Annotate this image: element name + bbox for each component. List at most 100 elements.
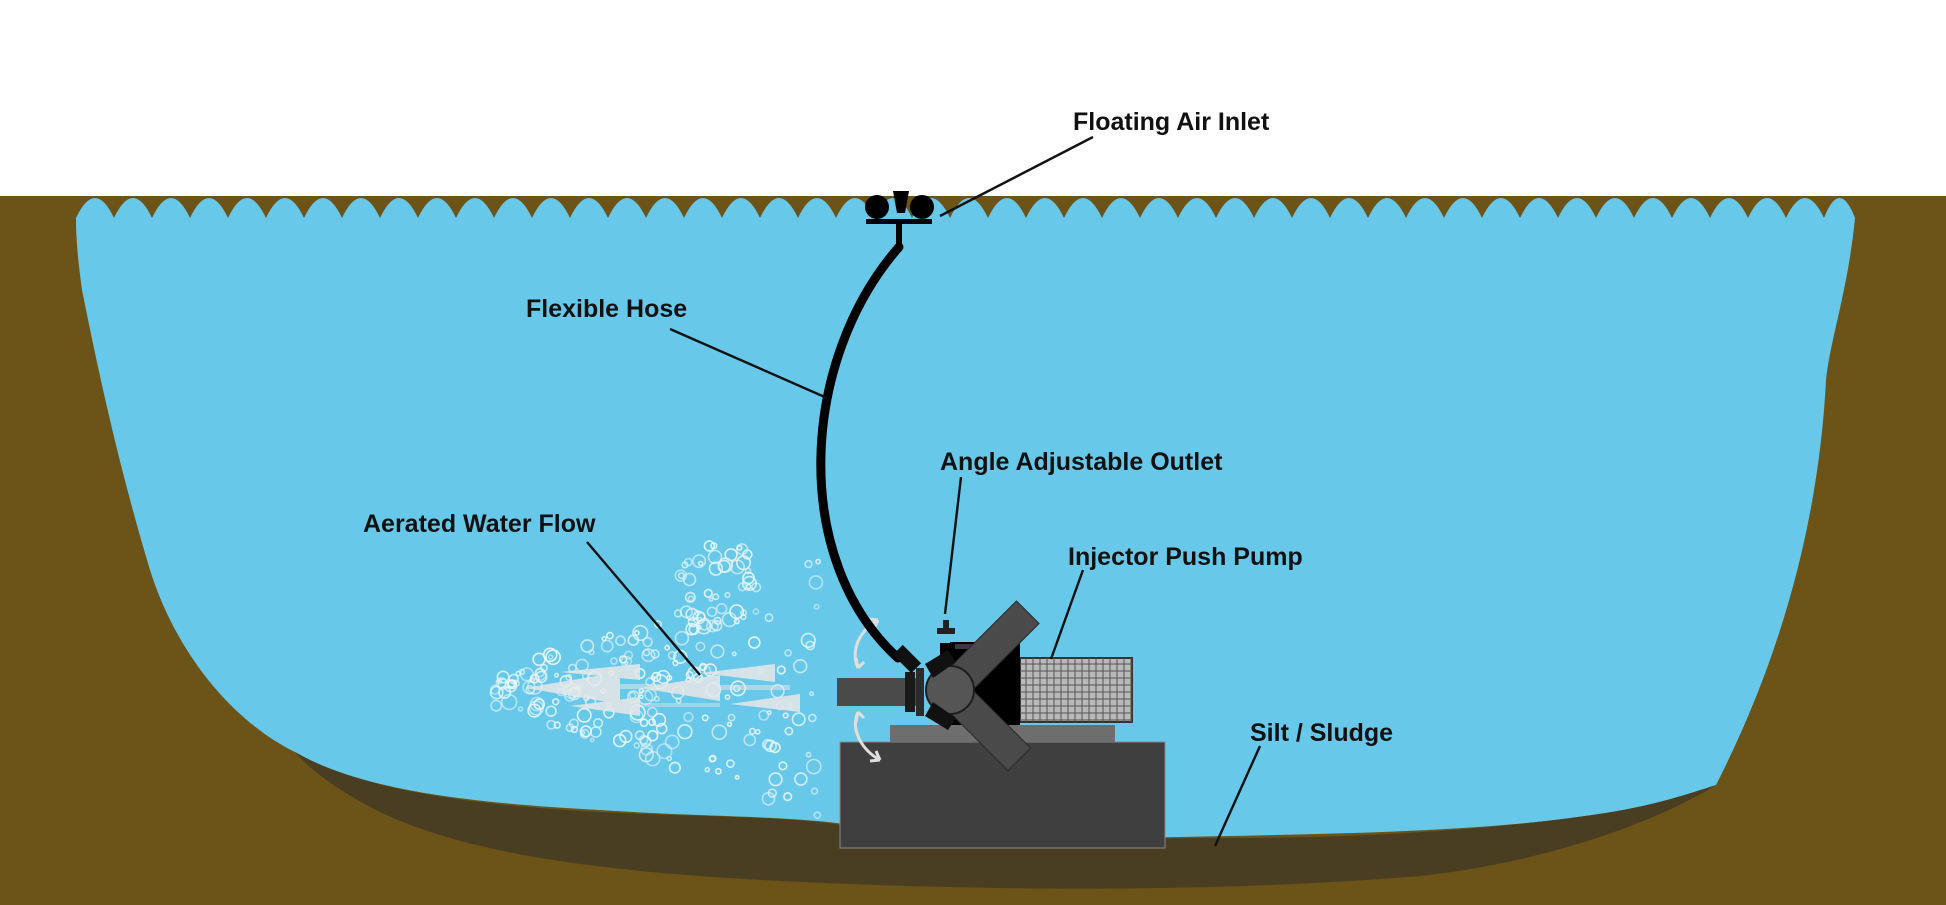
float-right-icon [910, 195, 934, 219]
bubble [664, 734, 680, 750]
bubble [752, 608, 760, 615]
bubble [727, 713, 736, 722]
leader-aerated-water-flow [586, 541, 701, 676]
bubble [606, 631, 614, 640]
flow-cone-2 [560, 664, 640, 680]
bubble [638, 734, 649, 745]
bubble [601, 635, 607, 642]
bubble [640, 743, 654, 756]
bubble [710, 644, 725, 659]
bubble [498, 685, 512, 699]
angle-adjustable-outlet [837, 600, 1040, 772]
bubble [501, 693, 518, 711]
bubble [677, 572, 685, 580]
bubble [712, 593, 720, 601]
bubble [667, 651, 677, 660]
bubble [546, 719, 557, 730]
bubble [735, 555, 751, 571]
bubble [633, 742, 641, 749]
bubble [642, 636, 653, 648]
bubble [619, 729, 633, 744]
bubble [815, 558, 821, 565]
bubble [711, 724, 728, 741]
bubble [706, 606, 718, 618]
bubble [695, 618, 712, 635]
bubble [553, 721, 561, 729]
bubble [641, 648, 656, 663]
bubble [747, 636, 761, 649]
label-floating-air-inlet: Floating Air Inlet [1073, 108, 1270, 136]
bubble [592, 717, 604, 729]
label-silt-sludge: Silt / Sludge [1250, 719, 1393, 747]
leader-floating-air-inlet [939, 135, 1094, 218]
bubble [731, 651, 737, 657]
floating-air-inlet [865, 191, 934, 247]
bubble [707, 549, 723, 565]
bubble [683, 557, 693, 567]
silt-sludge-layer [295, 752, 1716, 889]
bubble [721, 611, 738, 628]
outlet-horizontal-nozzle [837, 678, 917, 706]
flow-cone-5 [570, 697, 640, 716]
bubble [589, 737, 595, 743]
bubble [708, 755, 716, 763]
flow-cone-1 [525, 672, 620, 704]
flow-streak-2 [720, 685, 790, 690]
flow-cone-6 [730, 694, 800, 712]
leader-silt-sludge [1213, 745, 1262, 847]
bubble [687, 595, 695, 603]
bubble [762, 738, 774, 750]
label-angle-adjustable-outlet: Angle Adjustable Outlet [940, 448, 1223, 476]
bubble [534, 668, 547, 681]
bubble [808, 575, 824, 590]
bubble [703, 540, 715, 552]
bubble [706, 619, 719, 633]
bubble [810, 787, 819, 795]
bubble [677, 723, 693, 740]
bubble [754, 728, 761, 735]
bubble [813, 811, 822, 820]
bubble [809, 691, 815, 697]
bubble [664, 644, 670, 651]
bubble [742, 549, 753, 560]
bubble [758, 709, 770, 721]
pump-intake-screen [1019, 657, 1133, 723]
label-flexible-hose: Flexible Hose [526, 295, 687, 323]
flow-streak-1 [620, 684, 680, 689]
bubble [692, 554, 707, 569]
bubble [710, 542, 718, 550]
bubble [527, 703, 542, 718]
bubble [687, 616, 699, 628]
bubble [490, 699, 503, 712]
leader-angle-adjustable-outlet [943, 476, 963, 615]
bubble [805, 751, 812, 758]
bubble [668, 761, 682, 774]
bubble [644, 750, 661, 767]
bubble [735, 543, 749, 556]
bubble [565, 673, 573, 681]
bubble [639, 718, 649, 728]
bubble [545, 705, 557, 717]
bubble [764, 613, 774, 623]
bubble [713, 616, 722, 626]
bubble [653, 620, 662, 629]
bubble [783, 791, 793, 802]
bubble [656, 669, 671, 685]
bubble [724, 694, 731, 700]
bubble [794, 772, 808, 786]
bubble [682, 572, 697, 587]
bubble [545, 649, 561, 666]
bubble [764, 739, 777, 753]
bubble [532, 652, 546, 667]
bubble [726, 759, 735, 768]
pond-water [76, 198, 1855, 840]
outlet-rotation-arrows [853, 617, 882, 763]
bubble [517, 706, 524, 712]
bubble [804, 559, 813, 569]
label-injector-push-pump: Injector Push Pump [1068, 543, 1303, 571]
bubble [674, 569, 688, 582]
flow-streak-3 [600, 703, 720, 707]
bubble [615, 635, 626, 647]
bubble [768, 772, 783, 787]
bubble [553, 672, 559, 678]
